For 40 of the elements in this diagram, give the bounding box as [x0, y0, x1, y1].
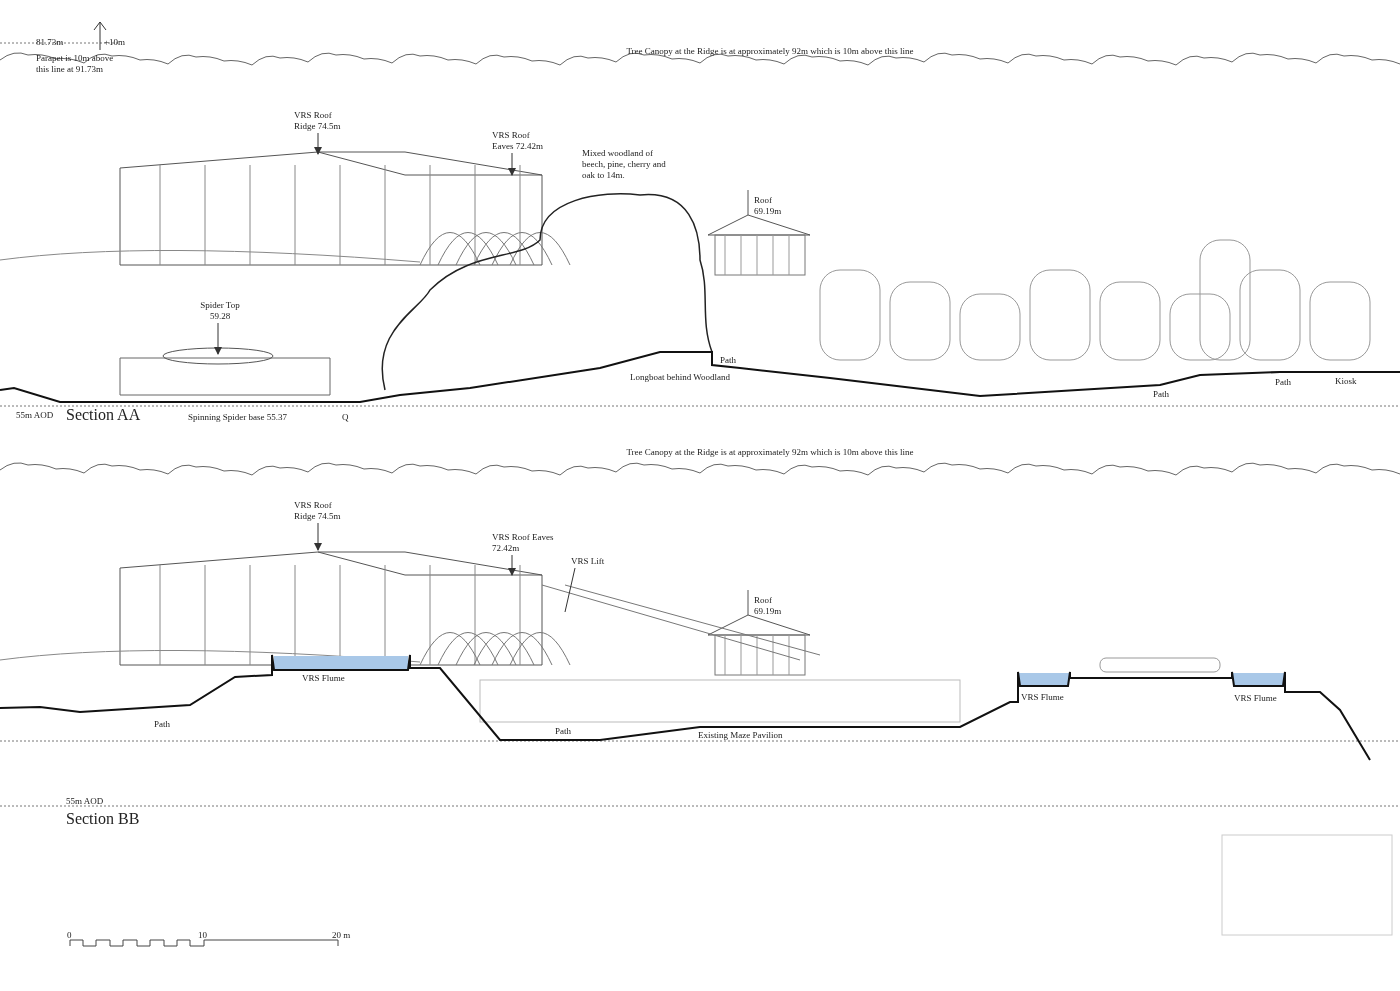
leader-arrow: [508, 152, 516, 176]
section-title: Section BB: [66, 810, 140, 828]
leader-arrow: [508, 554, 516, 576]
datum-label: 55m AOD: [66, 796, 104, 807]
feature-label: Kiosk: [1335, 376, 1357, 387]
scale-label: 20 m: [332, 930, 351, 941]
scale-label: 0: [67, 930, 72, 941]
section-title: Section AA: [66, 406, 141, 424]
feature-label: Existing Maze Pavilion: [698, 730, 783, 741]
callout-text: VRS Roof Eaves 72.42m: [492, 130, 544, 152]
callout-text: Spider Top 59.28: [199, 300, 241, 322]
path-label: Path: [154, 719, 170, 730]
callout-text: VRS Roof Ridge 74.5m: [294, 110, 342, 132]
callout-text: VRS Lift: [571, 556, 605, 567]
path-label: Path: [720, 355, 736, 366]
level-text: Roof 69.19m: [754, 195, 783, 217]
callout-text: VRS Roof Eaves 72.42m: [492, 532, 555, 554]
note-text: Tree Canopy at the Ridge is at approximately 92m which is 10m above this line: [625, 46, 915, 57]
feature-label: VRS Flume: [1234, 693, 1277, 704]
feature-label: VRS Flume: [1021, 692, 1064, 703]
callout-text: VRS Roof Ridge 74.5m: [294, 500, 342, 522]
path-label: Path: [1153, 389, 1169, 400]
marker-text: Q: [342, 412, 349, 423]
note-text: Mixed woodland of beech, pine, cherry and oak to 14m.: [582, 148, 667, 181]
elevation-text: 81.73m: [36, 37, 64, 48]
path-label: Path: [555, 726, 571, 737]
note-text: Parapet is 10m above this line at 91.73m: [36, 53, 115, 75]
level-text: Spinning Spider base 55.37: [188, 412, 287, 423]
dimension-text: +10m: [104, 37, 126, 48]
level-text: Roof 69.19m: [754, 595, 783, 617]
leader-arrow: [314, 132, 322, 155]
datum-label: 55m AOD: [16, 410, 54, 421]
leader-line: [564, 567, 576, 613]
leader-arrow: [214, 322, 222, 355]
leader-arrow: [314, 522, 322, 551]
scale-label: 10: [198, 930, 207, 941]
feature-label: Longboat behind Woodland: [630, 372, 731, 383]
path-label: Path: [1275, 377, 1291, 388]
note-text: Tree Canopy at the Ridge is at approximately 92m which is 10m above this line: [625, 447, 915, 458]
feature-label: VRS Flume: [302, 673, 345, 684]
